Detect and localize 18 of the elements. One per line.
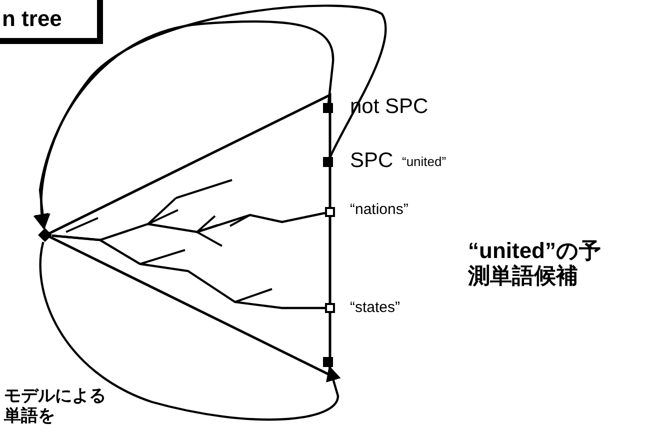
- title-box: [0, 0, 103, 44]
- arrow: [35, 20, 334, 230]
- note-text: モデルによる単語を: [4, 386, 107, 426]
- title-text: n tree: [2, 6, 62, 32]
- tree-branch: [52, 234, 325, 310]
- arrow: [39, 242, 341, 421]
- arrow: [34, 4, 387, 230]
- node-label: “nations”: [350, 201, 408, 218]
- caption-text: “united”の予測単語候補: [468, 238, 602, 289]
- root-marker: [38, 228, 52, 242]
- open-square-marker: [325, 303, 335, 313]
- node-label: “states”: [350, 299, 400, 316]
- filled-square-marker: [323, 103, 333, 113]
- filled-square-marker: [323, 357, 333, 367]
- node-label: “united”: [402, 154, 446, 169]
- node-label: SPC: [350, 149, 394, 173]
- open-square-marker: [325, 207, 335, 217]
- filled-square-marker: [323, 157, 333, 167]
